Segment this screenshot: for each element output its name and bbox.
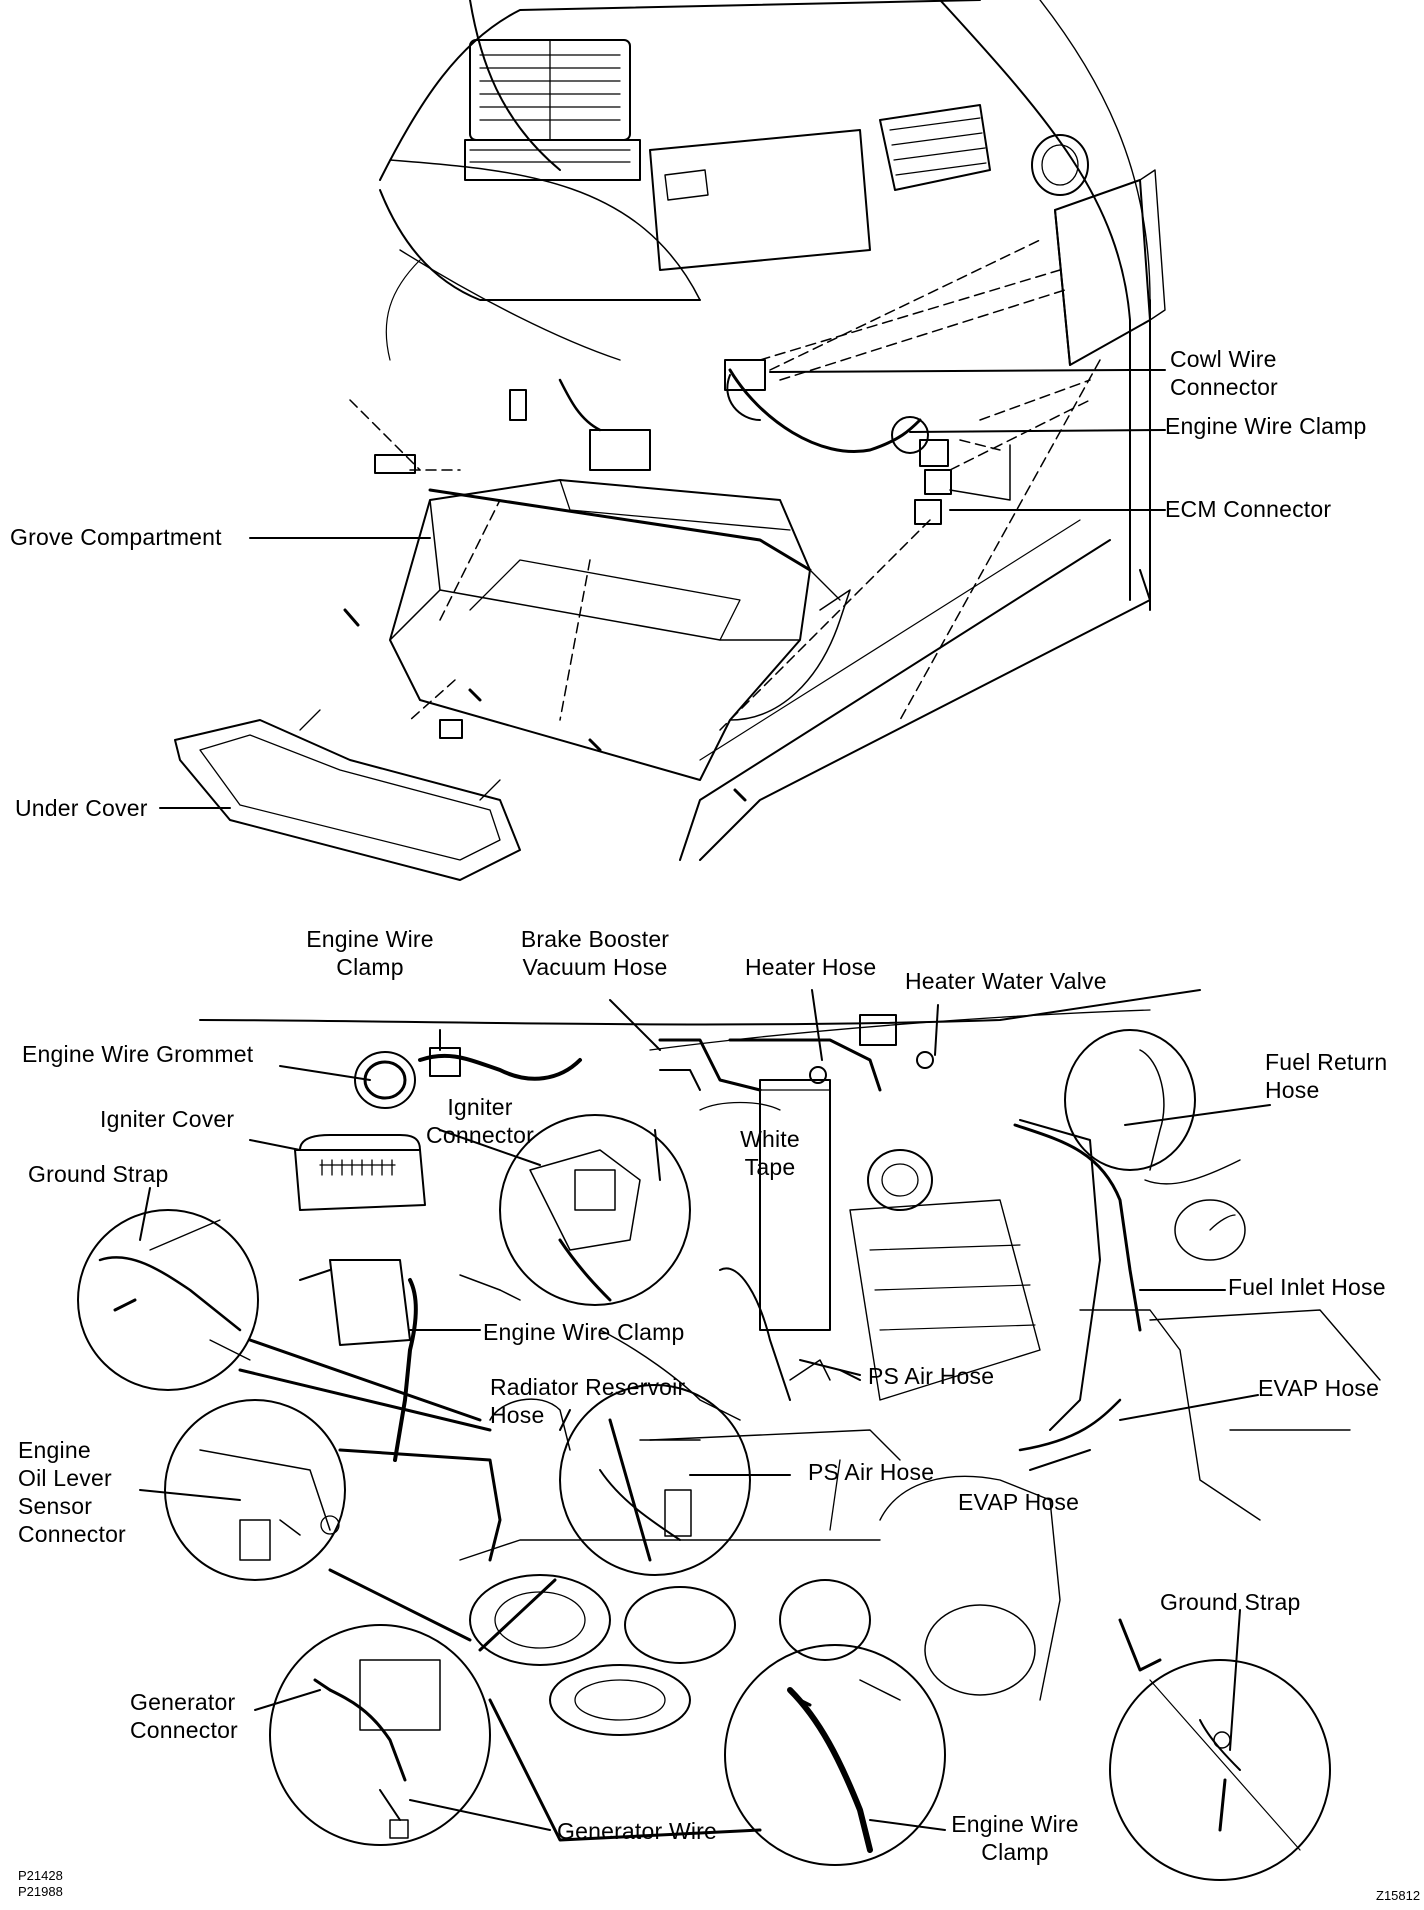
code-z15812: Z15812 [1376,1888,1421,1903]
label-generator-connector: Generator Connector [130,1689,238,1743]
label-engine-wire-clamp-bottom: Engine Wire Clamp [951,1811,1079,1865]
label-cowl-wire-connector: Cowl Wire Connector [1170,346,1278,400]
label-grove-compartment: Grove Compartment [10,524,222,550]
label-engine-oil-lever-sensor-connector: Engine Oil Lever Sensor Connector [18,1437,126,1547]
label-white-tape: White Tape [740,1126,800,1180]
label-generator-wire: Generator Wire [557,1818,718,1844]
dashboard-drawing [159,0,1166,881]
label-fuel-return-hose: Fuel Return Hose [1265,1049,1388,1103]
label-engine-wire-clamp-upper: Engine Wire Clamp [306,926,434,980]
label-ps-air-hose-2: PS Air Hose [808,1459,935,1485]
label-ground-strap-left: Ground Strap [28,1161,169,1187]
code-p21428: P21428 [18,1868,63,1883]
label-engine-wire-grommet: Engine Wire Grommet [22,1041,254,1067]
label-under-cover: Under Cover [15,795,148,821]
label-radiator-reservoir-hose: Radiator Reservoir Hose [490,1374,686,1428]
label-ground-strap-right: Ground Strap [1160,1589,1301,1615]
engine-bay-drawing [77,989,1381,1881]
label-ps-air-hose-1: PS Air Hose [868,1363,995,1389]
code-p21988: P21988 [18,1884,63,1899]
label-brake-booster-vacuum-hose: Brake Booster Vacuum Hose [520,926,670,980]
label-heater-water-valve: Heater Water Valve [905,968,1107,994]
label-engine-wire-clamp-top: Engine Wire Clamp [1165,413,1367,439]
label-engine-wire-clamp-mid: Engine Wire Clamp [483,1319,685,1345]
label-igniter-cover: Igniter Cover [100,1106,235,1132]
label-evap-hose-mid: EVAP Hose [958,1489,1080,1515]
label-evap-hose-right: EVAP Hose [1258,1375,1380,1401]
label-igniter-connector: Igniter Connector [426,1094,534,1148]
label-ecm-connector: ECM Connector [1165,496,1332,522]
label-heater-hose: Heater Hose [745,954,877,980]
label-fuel-inlet-hose: Fuel Inlet Hose [1228,1274,1386,1300]
